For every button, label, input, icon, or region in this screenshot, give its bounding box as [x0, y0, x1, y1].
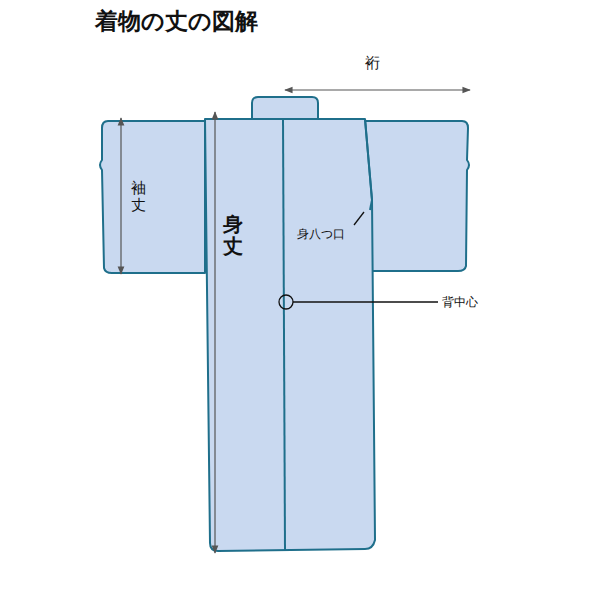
kimono-body [205, 119, 375, 551]
dimension-label: 袖丈 [131, 180, 146, 213]
body-opening [370, 200, 372, 210]
yuki-arrow [285, 89, 470, 90]
left-sleeve [100, 121, 205, 273]
leader-line [354, 212, 364, 225]
center-seam [283, 119, 285, 550]
dimension-label: 裄 [365, 54, 380, 73]
mitake-arrow [214, 112, 215, 553]
leader-line [293, 301, 438, 302]
right-sleeve [365, 121, 469, 271]
sleeve-seam [365, 119, 372, 200]
collar [252, 97, 318, 119]
part-label: 身八つ口 [297, 226, 345, 243]
center-marker [279, 295, 293, 309]
sleeve-seam [204, 119, 206, 273]
sodetake-arrow [120, 118, 121, 274]
diagram-title: 着物の丈の図解 [95, 6, 258, 37]
part-label: 背中心 [442, 294, 478, 311]
dimension-label: 身丈 [223, 213, 243, 257]
